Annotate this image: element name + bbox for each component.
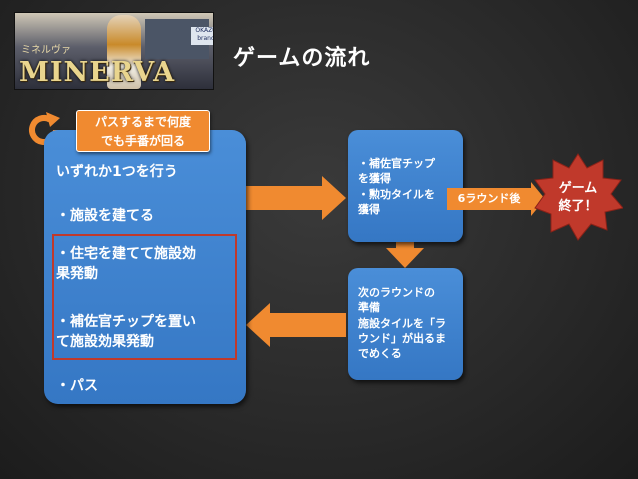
- slide-title: ゲームの流れ: [233, 45, 371, 71]
- round-prep-line1: 次のラウンドの: [358, 286, 435, 299]
- logo-badge: OKAZU brand: [191, 27, 213, 45]
- reward-line3: ・勲功タイルを: [358, 188, 435, 201]
- after-six-rounds-label: 6ラウンド後: [447, 188, 531, 210]
- arrow-to-game-end: [531, 182, 545, 216]
- game-end-line1: ゲーム: [558, 181, 598, 196]
- action-pass: ・パス: [56, 378, 98, 394]
- game-end-label: ゲーム 終了！: [543, 180, 613, 216]
- action-intro: いずれか1つを行う: [56, 164, 178, 180]
- action-build-house-line1: ・住宅を建てて施設効: [56, 246, 196, 262]
- arrow-to-reward: [246, 176, 346, 220]
- game-end-line2: 終了！: [558, 199, 598, 214]
- reward-line2: を獲得: [358, 172, 391, 185]
- loop-note-line1: パスするまで何度: [94, 115, 191, 129]
- arrow-back-to-main: [246, 303, 346, 347]
- reward-box: [348, 130, 463, 242]
- round-prep-line3: 施設タイルを「ラ: [358, 317, 446, 330]
- round-prep-line4: ウンド」が出るま: [358, 332, 446, 345]
- highlight-frame: [52, 234, 237, 360]
- reward-line1: ・補佐官チップ: [358, 157, 435, 170]
- round-prep-box: [348, 268, 463, 380]
- loop-note-line2: でも手番が回る: [100, 134, 185, 148]
- game-end-burst: [534, 153, 623, 241]
- action-place-chip-line2: て施設効果発動: [56, 334, 154, 350]
- round-prep-line2: 準備: [358, 301, 380, 314]
- logo-figure-art: [107, 15, 141, 89]
- action-place-chip-line1: ・補佐官チップを置い: [56, 314, 196, 330]
- action-build-house-line2: 果発動: [56, 266, 98, 282]
- action-build-facility: ・施設を建てる: [56, 208, 154, 224]
- loop-note-bubble: パスするまで何度 でも手番が回る: [76, 110, 210, 152]
- round-prep-line5: でめくる: [358, 347, 402, 360]
- arrow-to-round-prep: [386, 234, 424, 268]
- minerva-logo: ミネルヴァ MINERVA OKAZU brand: [14, 12, 214, 90]
- logo-kana: ミネルヴァ: [21, 45, 71, 56]
- reward-line4: 獲得: [358, 203, 380, 216]
- logo-wordmark: MINERVA: [19, 57, 176, 88]
